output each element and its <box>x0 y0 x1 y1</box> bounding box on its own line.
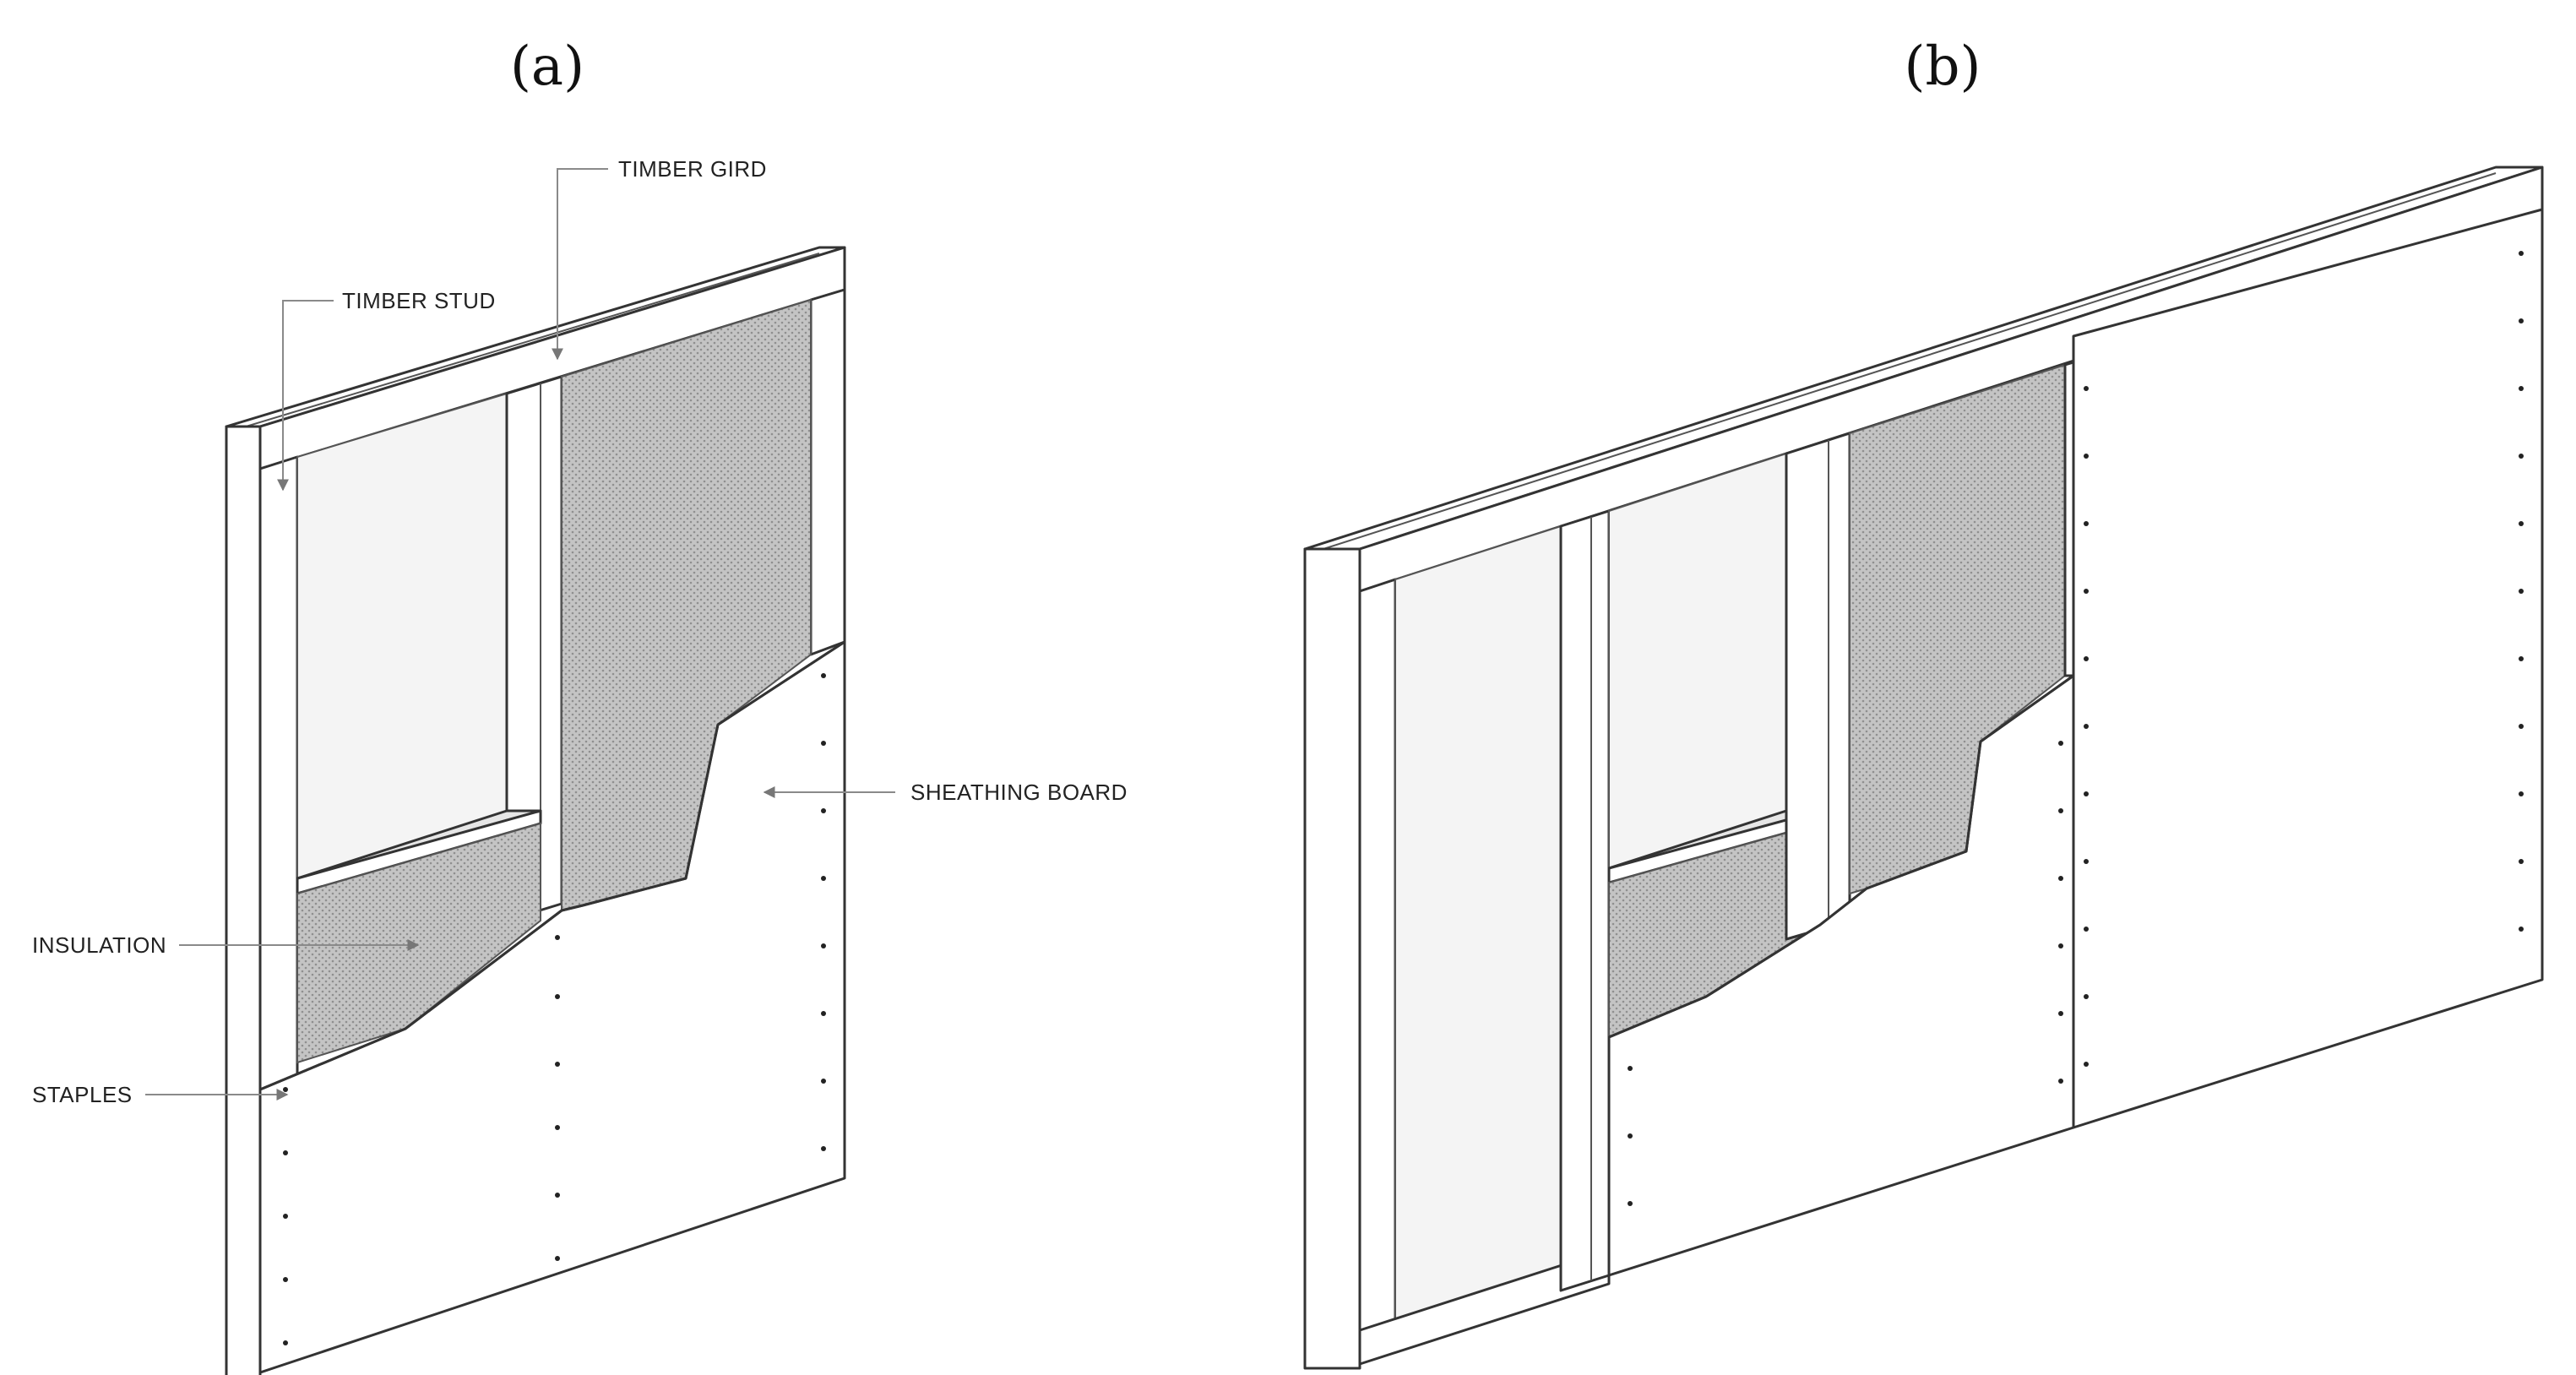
staple <box>2519 454 2524 459</box>
bay-b-2 <box>1608 452 1787 870</box>
staple <box>2519 927 2524 932</box>
sheathing-board-label: SHEATHING BOARD <box>910 780 1128 805</box>
left-stud-a-side <box>225 425 262 1375</box>
timber-stud-label: TIMBER STUD <box>342 288 496 313</box>
staple <box>2058 741 2063 746</box>
bay-b-1 <box>1394 524 1562 1345</box>
staple <box>2058 1079 2063 1084</box>
panel-b-label: (b) <box>1905 35 1981 98</box>
staple <box>821 808 826 813</box>
staple <box>2519 521 2524 526</box>
staple <box>2519 791 2524 796</box>
staple <box>821 876 826 881</box>
wall-a-drawing <box>225 246 846 1375</box>
staple <box>2519 386 2524 391</box>
right-stud-a <box>809 288 846 656</box>
staple <box>283 1277 288 1282</box>
staple <box>821 1146 826 1151</box>
staple <box>2084 994 2089 999</box>
staple <box>283 1087 288 1092</box>
staple <box>2084 859 2089 864</box>
callout-timber-gird: TIMBER GIRD <box>552 156 767 361</box>
staple <box>2058 1011 2063 1016</box>
panel-a: (a) <box>32 35 1128 1375</box>
staple <box>555 994 560 999</box>
staple <box>283 1214 288 1219</box>
staple <box>821 1011 826 1016</box>
staple <box>555 1193 560 1198</box>
staple <box>2084 454 2089 459</box>
callout-insulation: INSULATION <box>32 932 420 958</box>
staple <box>555 1125 560 1130</box>
staple <box>1628 1133 1633 1139</box>
stud-b-2 <box>1559 509 1611 1292</box>
staples-a <box>283 673 826 1345</box>
staple <box>2058 876 2063 881</box>
staple <box>2084 589 2089 594</box>
staples-b <box>1628 251 2524 1206</box>
left-stud-b-front <box>1358 578 1397 1357</box>
insulation-label: INSULATION <box>32 932 166 958</box>
sheathing-board-b-right <box>2072 208 2544 1129</box>
callout-sheathing-board: SHEATHING BOARD <box>763 780 1128 805</box>
panel-b: (b) <box>1303 35 2544 1370</box>
staples-label: STAPLES <box>32 1082 133 1107</box>
left-stud-b-side <box>1303 547 1361 1370</box>
staple <box>283 1150 288 1155</box>
staple <box>2058 943 2063 948</box>
staple <box>821 741 826 746</box>
staple <box>1628 1201 1633 1206</box>
staple <box>2084 521 2089 526</box>
staple <box>821 673 826 678</box>
staple <box>821 943 826 948</box>
staple <box>2058 808 2063 813</box>
stud-b-3 <box>1785 432 1851 941</box>
wall-b-drawing <box>1303 166 2544 1370</box>
callout-staples: STAPLES <box>32 1082 289 1107</box>
staple <box>2084 724 2089 729</box>
staple <box>2519 318 2524 323</box>
bay-a-left-opening <box>296 392 508 880</box>
staple <box>2519 724 2524 729</box>
staple <box>2084 386 2089 391</box>
staple <box>2084 1062 2089 1067</box>
staple <box>2084 656 2089 661</box>
staple <box>2084 927 2089 932</box>
staple <box>555 1062 560 1067</box>
staple <box>2084 791 2089 796</box>
staple <box>555 1256 560 1261</box>
staple <box>1628 1066 1633 1071</box>
staple <box>2519 859 2524 864</box>
staple <box>283 1340 288 1345</box>
staple <box>821 1079 826 1084</box>
callout-timber-stud: TIMBER STUD <box>277 288 496 492</box>
staple <box>2519 589 2524 594</box>
bottom-plate-b <box>1358 1248 1611 1366</box>
panel-a-label: (a) <box>510 35 584 98</box>
staple <box>2519 656 2524 661</box>
staple <box>555 935 560 940</box>
timber-gird-label: TIMBER GIRD <box>618 156 767 182</box>
staple <box>2519 251 2524 256</box>
